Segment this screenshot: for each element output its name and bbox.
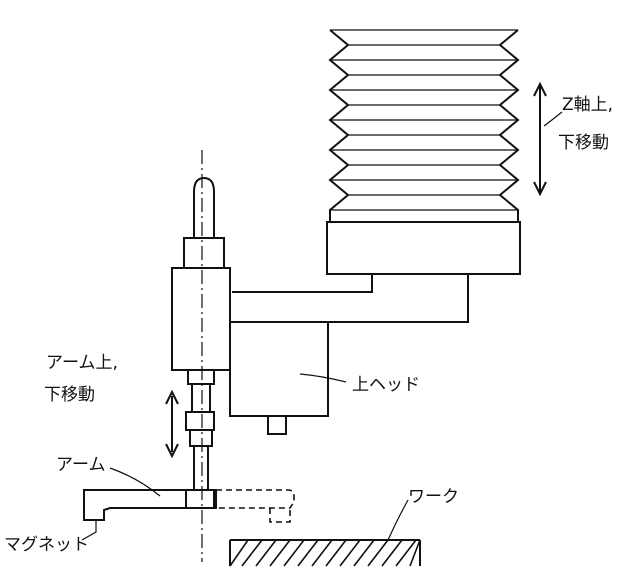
work-hatch-line — [339, 539, 361, 567]
work-hatch-line — [409, 539, 421, 567]
bracket-inner — [232, 274, 373, 293]
work-hatch-line — [241, 539, 263, 567]
z-axis-leader — [543, 111, 563, 127]
magnet-label: マグネット — [4, 535, 89, 555]
work-hatch-line — [311, 539, 333, 567]
bellows-right-zigzag — [498, 29, 520, 222]
bracket-outer — [232, 274, 469, 323]
arm-body — [83, 489, 217, 521]
work-hatch-lines — [229, 539, 421, 567]
work-hatch-line — [395, 539, 417, 567]
work-hatch-line — [283, 539, 305, 567]
work-hatch-line — [367, 539, 389, 567]
work-leader — [387, 499, 409, 541]
upper-head-leader — [299, 373, 347, 383]
spindle-top-rod — [193, 176, 215, 238]
bellows-fold-lines — [330, 29, 518, 211]
work-hatch-line — [381, 539, 403, 567]
spindle-collar — [183, 237, 225, 269]
work-hatch-line — [269, 539, 291, 567]
spindle-nut-lower — [189, 429, 213, 447]
bellows — [328, 29, 520, 222]
work-label: ワーク — [408, 487, 459, 507]
work-hatch-line — [325, 539, 347, 567]
upper-head-box — [229, 321, 329, 417]
upper-head-pin — [267, 415, 287, 435]
spindle-nut-middle — [185, 411, 215, 431]
work-hatch-line — [255, 539, 277, 567]
arm-label: アーム — [56, 455, 105, 475]
spindle-shaft — [193, 445, 209, 491]
spindle-body — [171, 267, 231, 371]
work-hatch-line — [353, 539, 375, 567]
magnet-leader — [81, 520, 97, 541]
arm-move-label-line1: アーム上, — [46, 353, 118, 373]
arm-swung-outline — [216, 489, 295, 509]
arm-swung-magnet — [269, 508, 291, 523]
z-axis-label-line1: Z軸上, — [562, 95, 613, 115]
arm-move-label-line2: 下移動 — [44, 385, 95, 405]
upper-head-label: 上ヘッド — [352, 375, 420, 395]
z-axis-motion-arrow — [533, 81, 547, 197]
work-hatch-line — [297, 539, 319, 567]
work-hatch-line — [229, 539, 249, 567]
arm-motion-arrow — [165, 389, 179, 459]
arm-leader — [109, 467, 161, 497]
bellows-left-zigzag — [328, 29, 350, 222]
z-axis-head-block — [326, 221, 521, 275]
spindle-nut-upper — [191, 383, 211, 413]
z-axis-label-line2: 下移動 — [558, 133, 609, 153]
spindle-neck — [187, 369, 215, 385]
work-piece — [229, 539, 421, 567]
